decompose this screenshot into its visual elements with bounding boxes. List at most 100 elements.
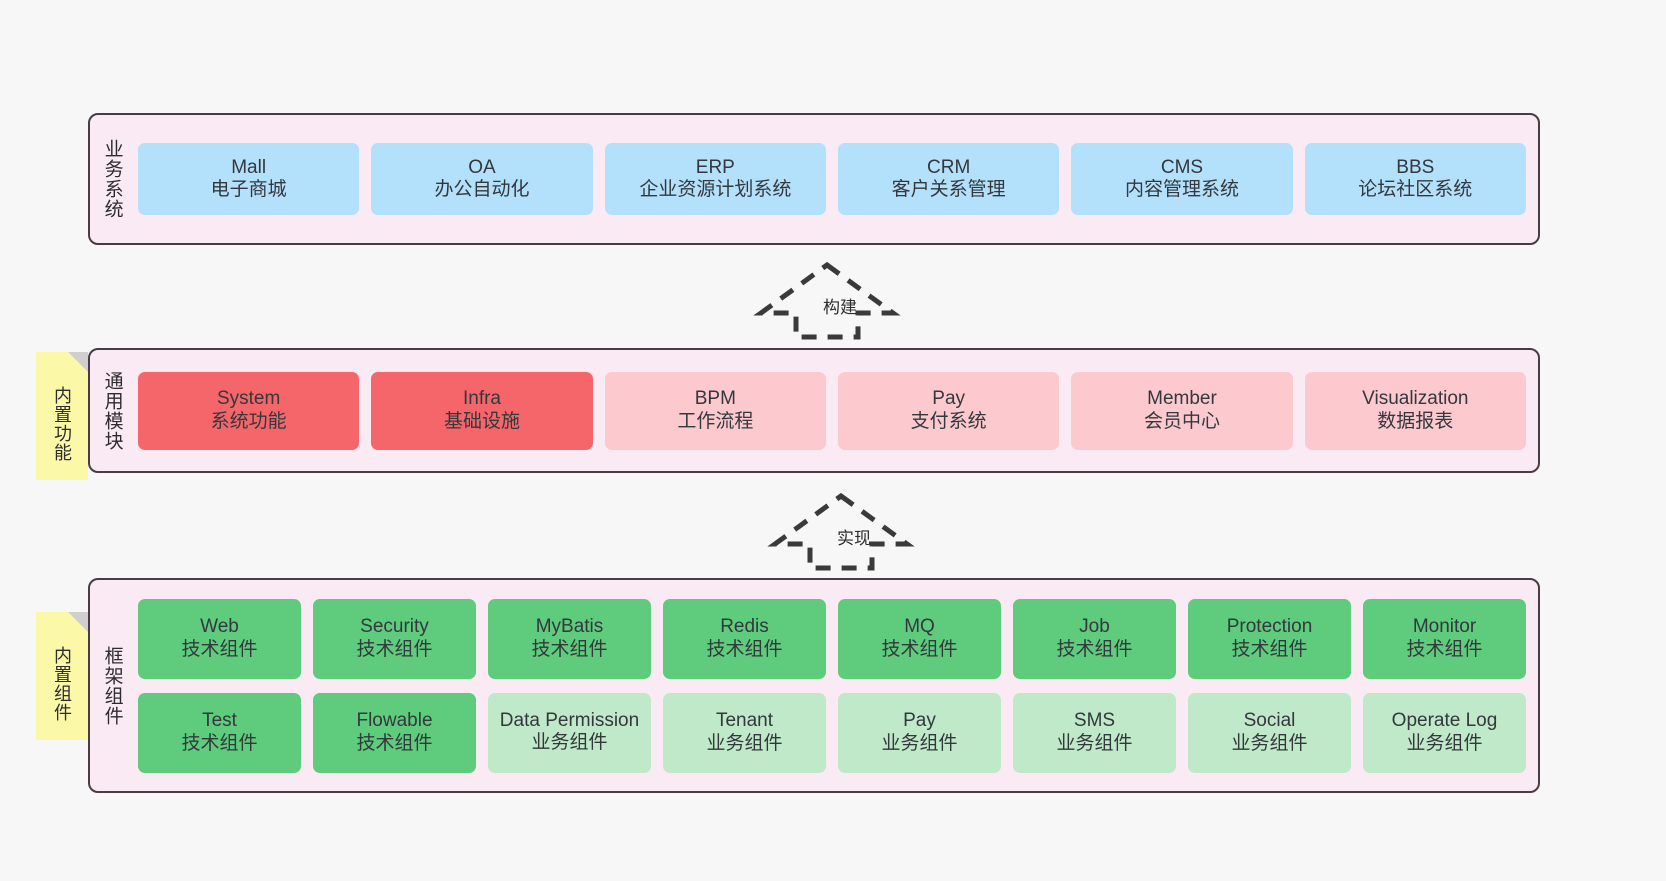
layer-common-modules: 通用模块 System 系统功能 Infra 基础设施 BPM 工作流程 Pay… xyxy=(88,348,1540,473)
node-desc: 支付系统 xyxy=(910,410,987,432)
node-title: MQ xyxy=(904,616,935,638)
node-title: MyBatis xyxy=(535,616,604,638)
node-pay-module[interactable]: Pay 支付系统 xyxy=(837,371,1060,450)
node-cms[interactable]: CMS 内容管理系统 xyxy=(1071,143,1293,215)
node-desc: 客户关系管理 xyxy=(891,179,1006,200)
layer-body-common-modules: System 系统功能 Infra 基础设施 BPM 工作流程 Pay 支付系统… xyxy=(134,350,1538,471)
node-monitor[interactable]: Monitor 技术组件 xyxy=(1363,598,1526,679)
node-desc: 业务组件 xyxy=(881,732,958,754)
node-desc: 工作流程 xyxy=(677,410,754,432)
dashed-up-arrow-icon xyxy=(767,492,915,571)
node-desc: 技术组件 xyxy=(356,732,433,754)
node-row: Mall 电子商城 OA 办公自动化 ERP 企业资源计划系统 CRM 客户关系… xyxy=(134,143,1538,215)
node-redis[interactable]: Redis 技术组件 xyxy=(663,598,826,679)
node-operate-log[interactable]: Operate Log 业务组件 xyxy=(1363,692,1526,773)
sticky-note-label: 内置组件 xyxy=(52,646,72,722)
node-title: Test xyxy=(202,710,237,732)
node-title: Redis xyxy=(720,616,769,638)
node-pay-component[interactable]: Pay 业务组件 xyxy=(838,692,1001,773)
node-title: BBS xyxy=(1396,156,1435,178)
node-title: Job xyxy=(1079,616,1110,638)
node-desc: 会员中心 xyxy=(1143,410,1220,432)
node-desc: 企业资源计划系统 xyxy=(639,179,792,200)
node-desc: 技术组件 xyxy=(706,638,783,660)
node-mybatis[interactable]: MyBatis 技术组件 xyxy=(488,598,651,679)
node-test[interactable]: Test 技术组件 xyxy=(138,692,301,773)
sticky-note-builtin-components: 内置组件 xyxy=(36,612,88,740)
node-desc: 电子商城 xyxy=(210,179,287,200)
node-sms[interactable]: SMS 业务组件 xyxy=(1013,692,1176,773)
node-title: Social xyxy=(1243,710,1296,732)
node-title: Pay xyxy=(932,388,966,410)
node-title: ERP xyxy=(695,156,735,178)
node-title: Protection xyxy=(1226,616,1313,638)
node-data-permission[interactable]: Data Permission 业务组件 xyxy=(488,692,651,773)
node-title: Tenant xyxy=(715,710,774,732)
node-web[interactable]: Web 技术组件 xyxy=(138,598,301,679)
node-infra[interactable]: Infra 基础设施 xyxy=(371,371,593,450)
node-desc: 内容管理系统 xyxy=(1124,179,1239,200)
node-desc: 办公自动化 xyxy=(434,179,530,200)
layer-body-business-systems: Mall 电子商城 OA 办公自动化 ERP 企业资源计划系统 CRM 客户关系… xyxy=(134,115,1538,243)
node-title: Monitor xyxy=(1412,616,1477,638)
layer-title-common-modules: 通用模块 xyxy=(101,370,123,451)
node-title: CRM xyxy=(927,156,971,178)
node-title: BPM xyxy=(694,388,736,410)
node-title: SMS xyxy=(1073,710,1116,732)
sticky-note-label: 内置功能 xyxy=(52,386,72,462)
node-bbs[interactable]: BBS 论坛社区系统 xyxy=(1304,143,1526,215)
node-social[interactable]: Social 业务组件 xyxy=(1188,692,1351,773)
node-title: Pay xyxy=(903,710,936,732)
node-title: Visualization xyxy=(1362,388,1469,410)
node-desc: 数据报表 xyxy=(1377,410,1454,432)
folded-corner-icon xyxy=(68,612,88,632)
node-title: OA xyxy=(468,156,496,178)
node-title: Web xyxy=(200,616,239,638)
node-bpm[interactable]: BPM 工作流程 xyxy=(604,371,826,450)
node-desc: 技术组件 xyxy=(356,638,433,660)
node-crm[interactable]: CRM 客户关系管理 xyxy=(837,143,1060,215)
node-member[interactable]: Member 会员中心 xyxy=(1071,371,1293,450)
layer-body-framework-components: Web 技术组件 Security 技术组件 MyBatis 技术组件 Redi… xyxy=(134,580,1538,791)
sticky-note-builtin-features: 内置功能 xyxy=(36,352,88,480)
node-desc: 业务组件 xyxy=(1056,732,1133,754)
layer-title-framework-components: 框架组件 xyxy=(101,645,123,726)
node-title: CMS xyxy=(1160,156,1204,178)
connector-label: 构建 xyxy=(823,298,857,317)
node-erp[interactable]: ERP 企业资源计划系统 xyxy=(604,143,826,215)
node-title: Operate Log xyxy=(1391,710,1498,732)
node-desc: 技术组件 xyxy=(1231,638,1308,660)
node-desc: 论坛社区系统 xyxy=(1358,179,1473,200)
node-title: Member xyxy=(1147,388,1217,410)
layer-framework-components: 框架组件 Web 技术组件 Security 技术组件 MyBatis 技术组件… xyxy=(88,578,1540,793)
node-desc: 业务组件 xyxy=(706,732,783,754)
node-desc: 技术组件 xyxy=(531,638,608,660)
node-job[interactable]: Job 技术组件 xyxy=(1013,598,1176,679)
node-desc: 技术组件 xyxy=(881,638,958,660)
node-desc: 技术组件 xyxy=(181,638,258,660)
node-oa[interactable]: OA 办公自动化 xyxy=(371,143,593,215)
node-flowable[interactable]: Flowable 技术组件 xyxy=(313,692,476,773)
node-protection[interactable]: Protection 技术组件 xyxy=(1188,598,1351,679)
node-title: Security xyxy=(360,616,429,638)
node-mall[interactable]: Mall 电子商城 xyxy=(138,143,360,215)
connector-label: 实现 xyxy=(837,529,871,548)
connector-build-arrow: 构建 xyxy=(753,261,901,341)
layer-title-business-systems: 业务系统 xyxy=(101,139,123,219)
node-desc: 系统功能 xyxy=(210,410,287,432)
node-title: Infra xyxy=(462,388,501,410)
layer-business-systems: 业务系统 Mall 电子商城 OA 办公自动化 ERP 企业资源计划系统 CRM… xyxy=(88,113,1540,245)
dashed-up-arrow-icon xyxy=(753,261,901,340)
node-mq[interactable]: MQ 技术组件 xyxy=(838,598,1001,679)
node-row: Web 技术组件 Security 技术组件 MyBatis 技术组件 Redi… xyxy=(138,598,1526,679)
node-system[interactable]: System 系统功能 xyxy=(138,371,360,450)
node-visualization[interactable]: Visualization 数据报表 xyxy=(1304,371,1526,450)
node-security[interactable]: Security 技术组件 xyxy=(313,598,476,679)
node-title: System xyxy=(216,388,281,410)
node-desc: 技术组件 xyxy=(1406,638,1483,660)
node-desc: 技术组件 xyxy=(1056,638,1133,660)
node-tenant[interactable]: Tenant 业务组件 xyxy=(663,692,826,773)
node-row: System 系统功能 Infra 基础设施 BPM 工作流程 Pay 支付系统… xyxy=(134,371,1538,450)
node-title: Flowable xyxy=(356,710,433,732)
